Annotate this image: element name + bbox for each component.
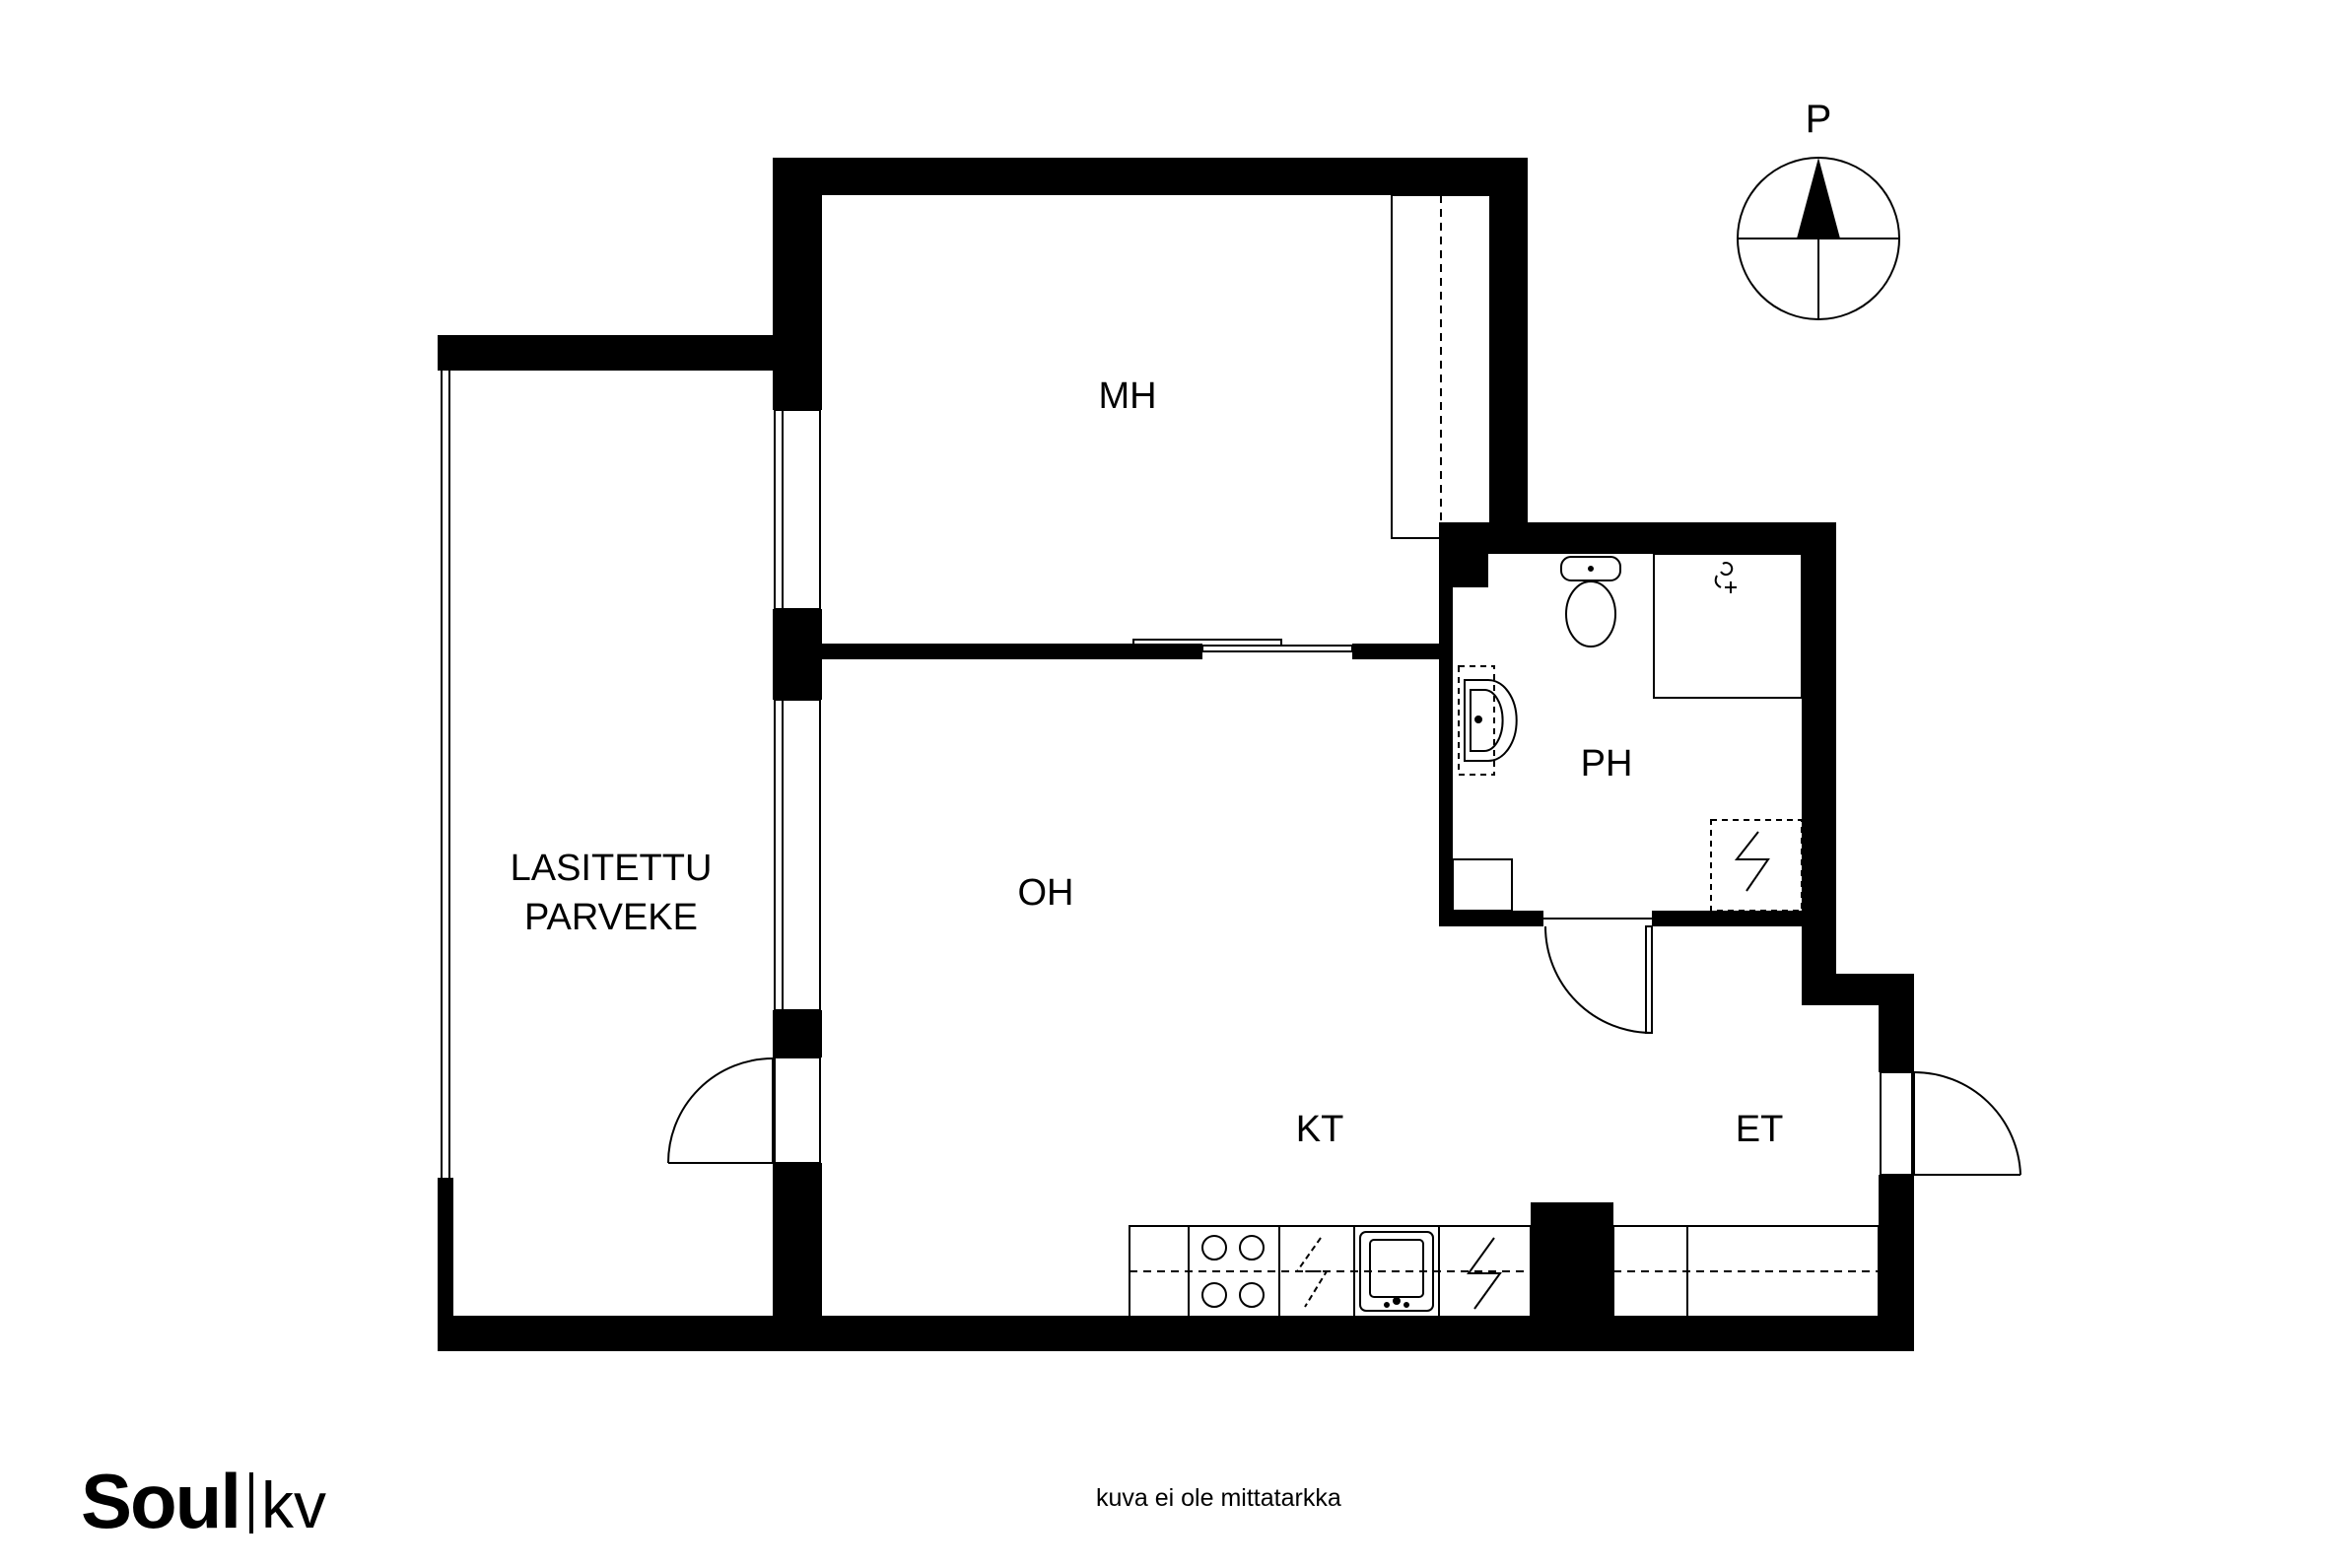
entrance-cabinet	[1612, 1225, 1880, 1318]
fridge-icon	[1467, 1237, 1502, 1310]
bathroom-fixtures	[1452, 553, 1803, 912]
stove-icon	[1201, 1235, 1265, 1308]
compass-icon: P	[1737, 98, 1900, 320]
balcony-door-frame	[774, 1057, 821, 1164]
kitchen-pillar	[1531, 1202, 1613, 1319]
balcony-door	[667, 1057, 774, 1164]
ph-top-wall	[1439, 522, 1836, 554]
dishwasher-icon	[1295, 1237, 1329, 1308]
bottom-wall	[438, 1316, 1914, 1351]
toilet-icon	[1560, 556, 1621, 648]
electric-appliance-icon	[1710, 819, 1803, 912]
room-label-et: ET	[1736, 1109, 1784, 1150]
ph-corner-block	[1453, 554, 1488, 587]
mh-oh-wall-left	[822, 644, 1202, 659]
windows	[441, 371, 1913, 1178]
left-wall-mid	[773, 609, 822, 700]
left-wall-bottom	[773, 1163, 822, 1316]
entrance-door	[1913, 1071, 2021, 1176]
walls	[438, 158, 1914, 1351]
ph-bottom-wall-left	[1439, 911, 1543, 926]
sink-icon	[1458, 665, 1518, 776]
room-label-balcony-line1: LASITETTU	[511, 848, 713, 889]
window-mh	[774, 409, 821, 610]
brand-name: Soul	[81, 1458, 241, 1544]
et-right-wall-bottom	[1879, 1175, 1914, 1316]
mh-top-wall	[773, 158, 1528, 195]
ph-left-wall	[1439, 522, 1453, 926]
room-label-ph: PH	[1581, 743, 1633, 784]
bathroom-door	[1543, 918, 1653, 1034]
left-wall-lower	[773, 1010, 822, 1057]
shower-area	[1653, 553, 1803, 699]
sliding-door-mh	[1132, 639, 1353, 652]
balcony-left-wall-top	[438, 335, 453, 371]
bathroom-cabinet	[1452, 858, 1513, 912]
brand-separator	[249, 1472, 253, 1534]
ph-right-wall	[1802, 522, 1836, 926]
room-label-balcony-line2: PARVEKE	[524, 897, 698, 938]
mh-oh-wall-right	[1352, 644, 1439, 659]
et-right-wall-top	[1879, 974, 1914, 1072]
entrance-door-frame	[1880, 1071, 1913, 1176]
kitchen-counter	[1129, 1225, 1532, 1318]
balcony-top-wall	[438, 335, 777, 371]
wardrobe	[1391, 194, 1491, 539]
room-label-mh: MH	[1098, 375, 1156, 417]
room-label-oh: OH	[1018, 872, 1074, 914]
brand-suffix: kv	[261, 1468, 326, 1541]
mh-right-wall	[1490, 158, 1528, 532]
left-wall-top	[773, 158, 822, 410]
compass-north-label: P	[1806, 98, 1832, 141]
balcony-left-wall-bottom	[438, 1178, 453, 1316]
room-label-kt: KT	[1296, 1109, 1344, 1150]
kitchen-sink-icon	[1359, 1231, 1434, 1312]
doors	[667, 639, 2021, 1176]
ph-bottom-wall-right	[1652, 911, 1836, 926]
north-arrow-icon	[1797, 158, 1840, 239]
disclaimer-text: kuva ei ole mittatarkka	[1096, 1484, 1341, 1512]
window-oh	[774, 699, 821, 1011]
